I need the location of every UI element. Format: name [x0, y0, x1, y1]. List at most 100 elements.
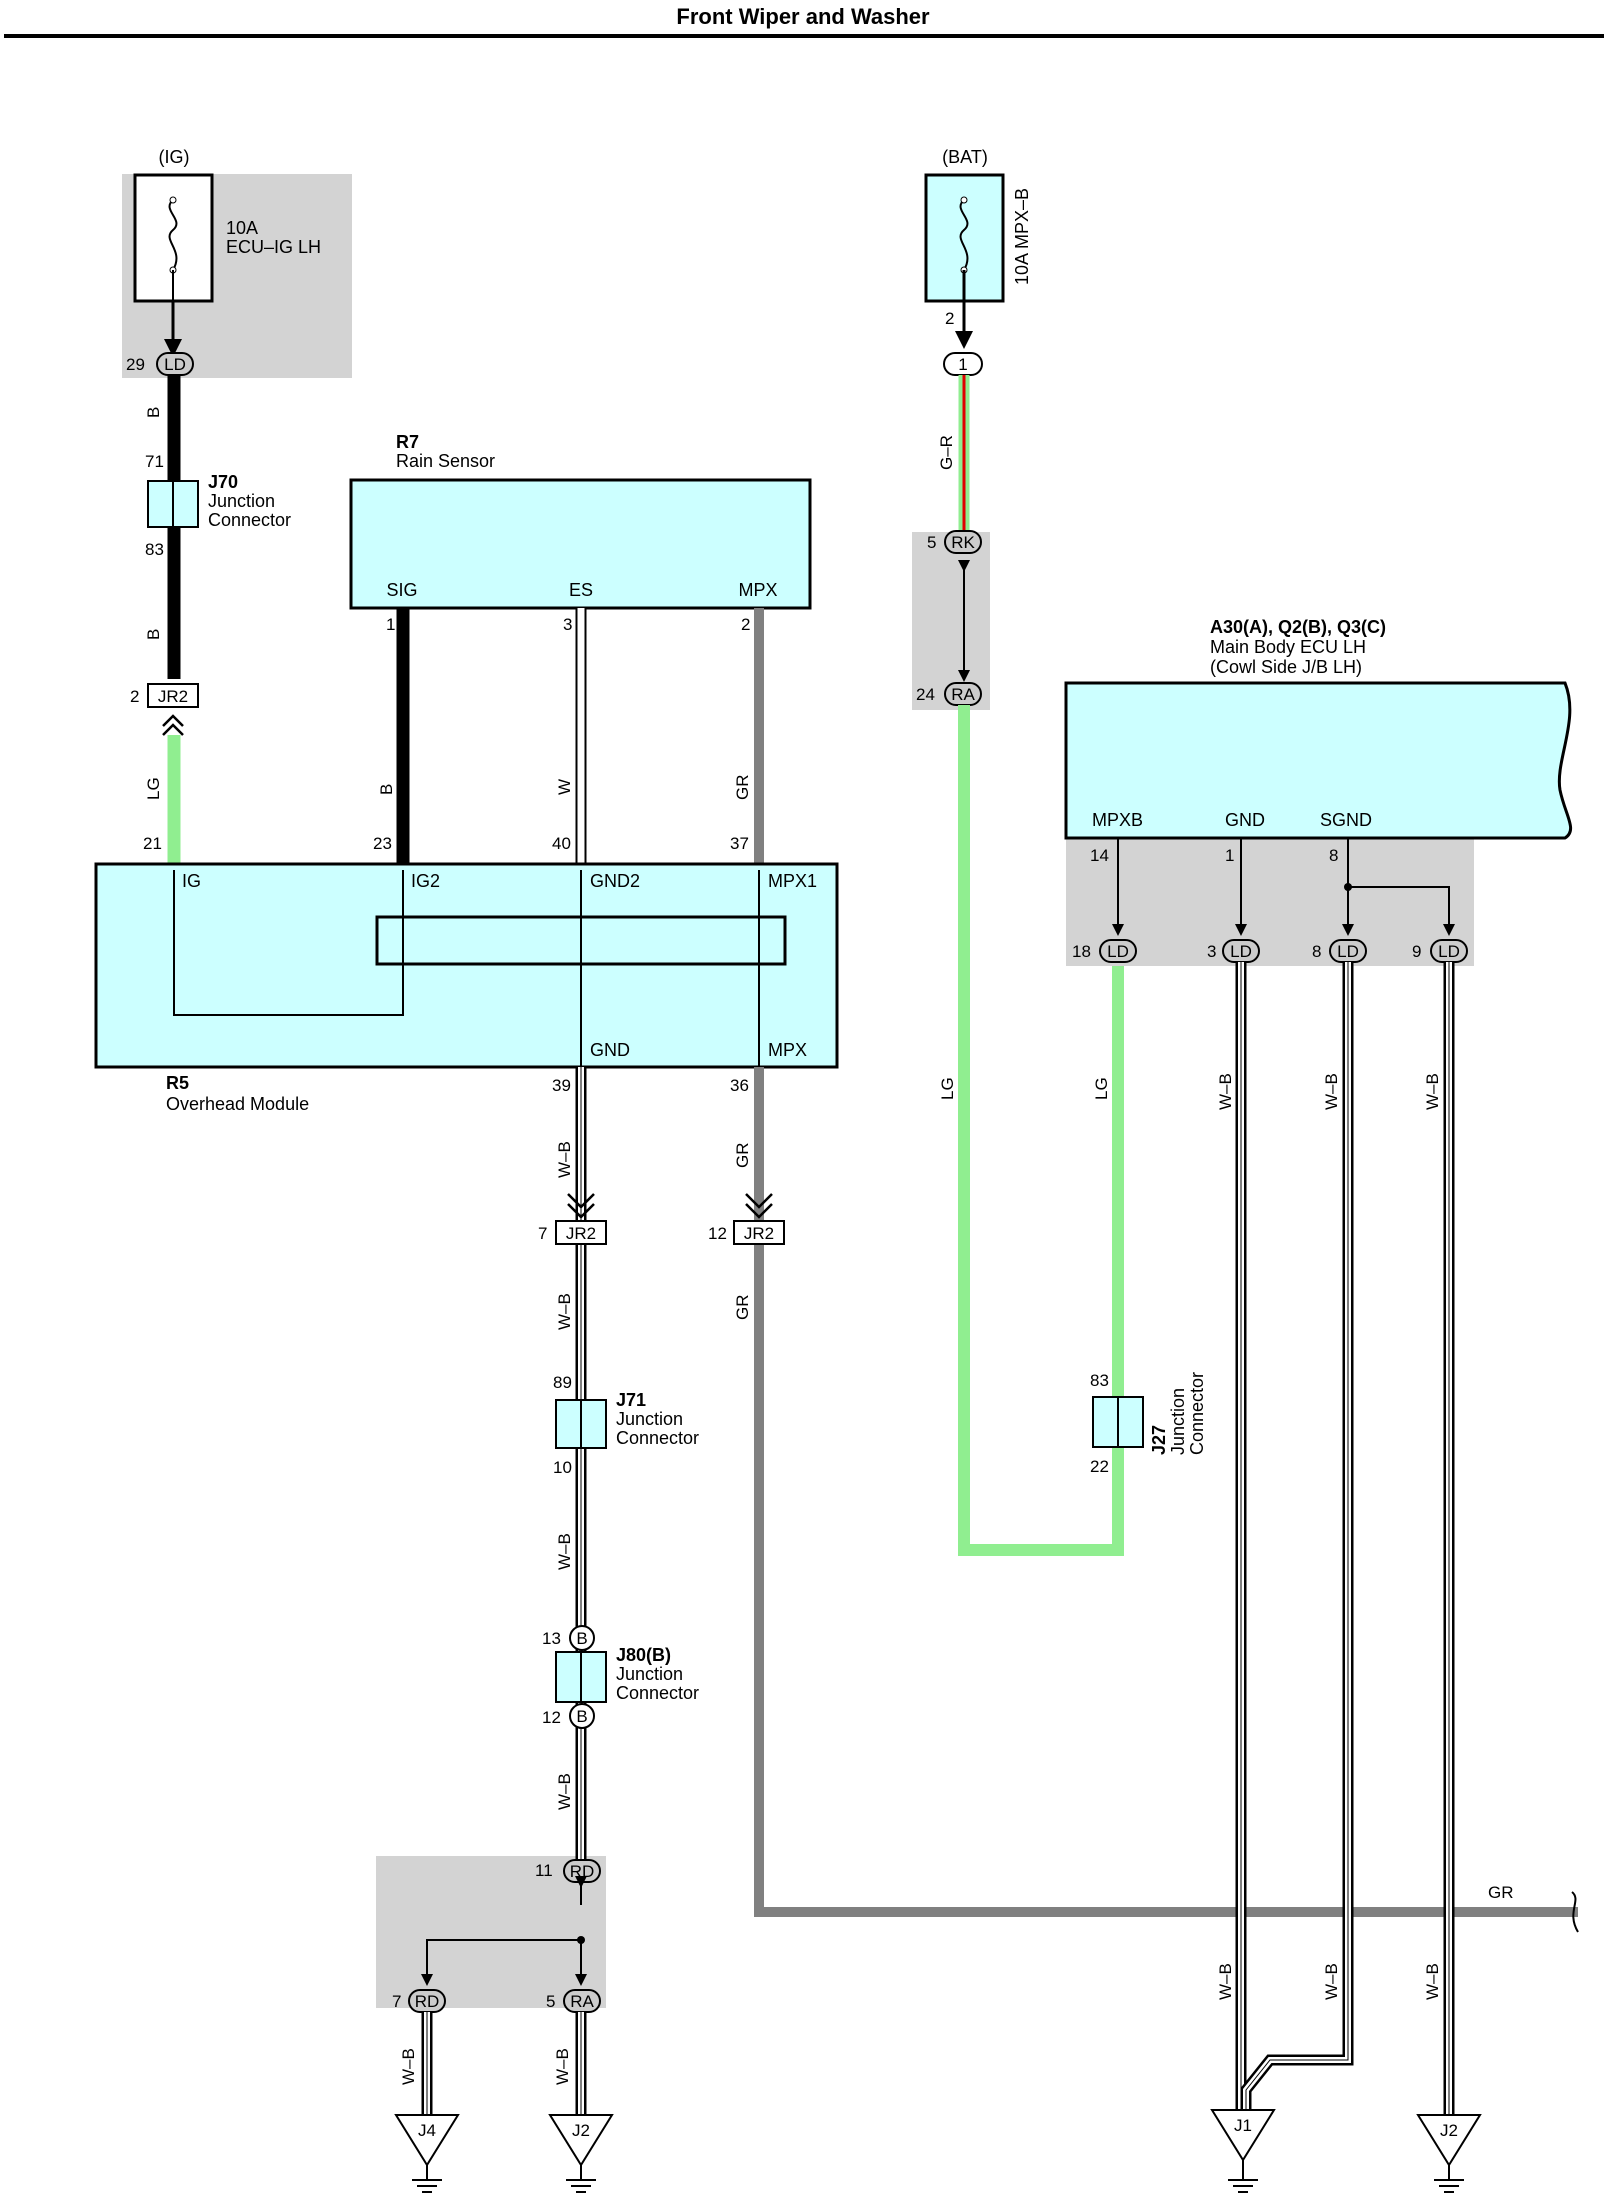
wire-wb-sgnd — [1240, 962, 1354, 2110]
svg-text:MPX: MPX — [738, 580, 777, 600]
svg-text:JR2: JR2 — [158, 687, 188, 706]
svg-text:36: 36 — [730, 1076, 749, 1095]
ig-fuse-icon — [168, 199, 178, 271]
svg-text:24: 24 — [916, 685, 935, 704]
r5-internal-circuit — [375, 915, 787, 966]
connector-jr2-ig — [147, 683, 199, 708]
bat-supply-label: (BAT) — [942, 147, 988, 167]
svg-text:LG: LG — [938, 1077, 957, 1100]
ground-j2-left: J2 — [548, 2114, 614, 2193]
svg-text:W–B: W–B — [1216, 1963, 1235, 2000]
ground-j4: J4 — [394, 2114, 460, 2193]
svg-text:GR: GR — [733, 1143, 752, 1169]
svg-text:8: 8 — [1312, 942, 1321, 961]
svg-text:18: 18 — [1072, 942, 1091, 961]
svg-text:W–B: W–B — [555, 1773, 574, 1810]
svg-text:14: 14 — [1090, 846, 1109, 865]
svg-text:LG: LG — [1092, 1077, 1111, 1100]
svg-text:23: 23 — [373, 834, 392, 853]
svg-text:37: 37 — [730, 834, 749, 853]
connector-ld-mpxb — [1099, 939, 1137, 963]
svg-text:W–B: W–B — [555, 1533, 574, 1570]
svg-text:LD: LD — [164, 355, 186, 374]
ground-j1: J1 — [1210, 2109, 1276, 2193]
connector-b-bottom — [569, 1703, 595, 1729]
ig-supply-label: (IG) — [159, 147, 190, 167]
svg-text:21: 21 — [143, 834, 162, 853]
svg-text:40: 40 — [552, 834, 571, 853]
r5-internal-ig — [173, 870, 404, 1016]
connector-rk — [944, 530, 982, 554]
svg-text:GND2: GND2 — [590, 871, 640, 891]
svg-text:W–B: W–B — [553, 2048, 572, 2085]
svg-text:W: W — [555, 779, 574, 795]
title-rule — [4, 34, 1604, 38]
svg-text:LD: LD — [1230, 942, 1252, 961]
ground-j2-right: J2 — [1416, 2114, 1482, 2193]
bat-fuse-label: 10A MPX–B — [1012, 188, 1032, 285]
svg-text:Junction: Junction — [208, 491, 275, 511]
svg-text:39: 39 — [552, 1076, 571, 1095]
svg-text:B: B — [377, 784, 396, 795]
r5-name: Overhead Module — [166, 1094, 309, 1114]
svg-text:JR2: JR2 — [566, 1224, 596, 1243]
svg-text:LD: LD — [1337, 942, 1359, 961]
svg-text:7: 7 — [392, 1992, 401, 2011]
j27-id: J27 — [1149, 1425, 1169, 1455]
connector-jr2-gnd — [555, 1220, 607, 1245]
ig-fuse-name: ECU–IG LH — [226, 237, 321, 257]
svg-text:J4: J4 — [418, 2121, 436, 2140]
svg-text:W–B: W–B — [555, 1141, 574, 1178]
svg-text:12: 12 — [708, 1224, 727, 1243]
svg-text:Junction: Junction — [1168, 1388, 1188, 1455]
wire-lg-bat — [958, 705, 1124, 1556]
svg-text:Connector: Connector — [616, 1428, 699, 1448]
svg-text:IG: IG — [182, 871, 201, 891]
diagram-title: Front Wiper and Washer — [676, 4, 930, 29]
connector-ld-ig — [156, 352, 194, 376]
svg-text:8: 8 — [1329, 846, 1338, 865]
rk-ra-shade — [912, 532, 990, 710]
svg-text:J1: J1 — [1234, 2116, 1252, 2135]
svg-text:GND: GND — [590, 1040, 630, 1060]
svg-text:RK: RK — [951, 533, 975, 552]
j70-id: J70 — [208, 472, 238, 492]
svg-text:J2: J2 — [572, 2121, 590, 2140]
svg-text:Connector: Connector — [208, 510, 291, 530]
svg-text:RA: RA — [570, 1992, 594, 2011]
svg-text:MPX1: MPX1 — [768, 871, 817, 891]
svg-text:GR: GR — [733, 1295, 752, 1321]
svg-text:83: 83 — [1090, 1371, 1109, 1390]
svg-text:3: 3 — [563, 615, 572, 634]
svg-text:RD: RD — [415, 1992, 440, 2011]
svg-text:13: 13 — [542, 1629, 561, 1648]
svg-text:GR: GR — [733, 775, 752, 801]
svg-text:2: 2 — [741, 615, 750, 634]
svg-text:ES: ES — [569, 580, 593, 600]
svg-text:1: 1 — [386, 615, 395, 634]
svg-text:RA: RA — [951, 685, 975, 704]
svg-text:11: 11 — [535, 1861, 553, 1880]
svg-text:2: 2 — [945, 309, 954, 328]
svg-text:Junction: Junction — [616, 1409, 683, 1429]
svg-text:Connector: Connector — [1187, 1372, 1207, 1455]
svg-text:B: B — [144, 629, 163, 640]
svg-text:5: 5 — [546, 1992, 555, 2011]
svg-text:89: 89 — [553, 1373, 572, 1392]
ecu-id: A30(A), Q2(B), Q3(C) — [1210, 617, 1386, 637]
svg-text:W–B: W–B — [555, 1293, 574, 1330]
svg-text:Junction: Junction — [616, 1664, 683, 1684]
svg-text:W–B: W–B — [399, 2048, 418, 2085]
svg-text:22: 22 — [1090, 1457, 1109, 1476]
svg-text:1: 1 — [958, 355, 967, 374]
svg-text:9: 9 — [1412, 942, 1421, 961]
j71-id: J71 — [616, 1390, 646, 1410]
svg-text:W–B: W–B — [1216, 1073, 1235, 1110]
svg-text:MPXB: MPXB — [1092, 810, 1143, 830]
svg-text:LD: LD — [1438, 942, 1460, 961]
svg-text:1: 1 — [1225, 846, 1234, 865]
ecu-box — [1064, 681, 1572, 840]
svg-text:5: 5 — [927, 533, 936, 552]
ecu-name: Main Body ECU LH — [1210, 637, 1366, 657]
